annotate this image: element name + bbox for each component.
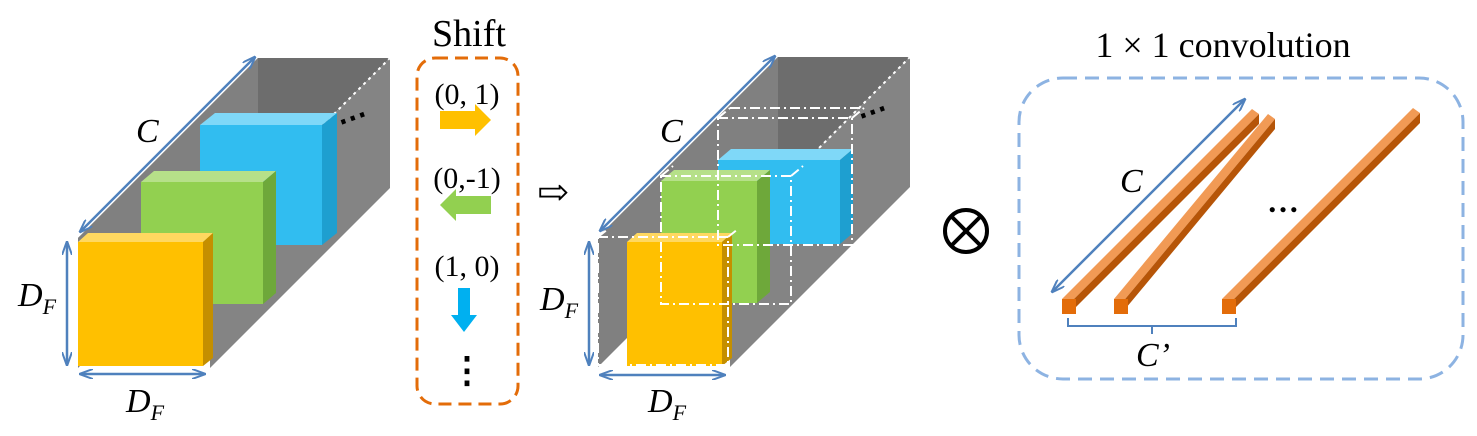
shift-label-0-1: (0, 1) xyxy=(435,78,500,111)
shift-title: Shift xyxy=(432,13,506,55)
shifted-tensor: C DF DF ⋯ xyxy=(539,56,911,425)
channel-arrow xyxy=(80,57,255,232)
shift-panel: Shift (0, 1) (0,-1) (1, 0) ⋮ xyxy=(415,13,520,406)
right-arrow-icon xyxy=(440,104,491,136)
out-channels-label: C’ xyxy=(1136,337,1170,374)
channel-arrow xyxy=(1052,99,1245,292)
height-label: DF xyxy=(539,281,579,323)
channel-label: C xyxy=(660,113,683,150)
conv-title: 1 × 1 convolution xyxy=(1095,25,1350,65)
conv-filter-3 xyxy=(1222,108,1420,314)
shift-box xyxy=(415,56,520,406)
width-label: DF xyxy=(647,383,687,425)
more-filters: … xyxy=(1267,183,1299,219)
channel-label: C xyxy=(136,113,159,150)
width-label: DF xyxy=(125,383,165,425)
channel-arrow xyxy=(600,56,775,231)
otimes-operator: ⊗ xyxy=(0,0,989,254)
height-label: DF xyxy=(17,277,57,319)
shift-label-1-0: (1, 0) xyxy=(435,250,500,283)
out-channels-bracket xyxy=(1067,318,1237,334)
conv-box xyxy=(1017,76,1465,381)
left-arrow-icon xyxy=(440,189,491,221)
channel-label: C xyxy=(1120,163,1143,200)
feature-map-yellow-shifted xyxy=(627,233,732,366)
conv-panel: 1 × 1 convolution C … C’ xyxy=(1017,25,1465,381)
shift-more: ⋮ xyxy=(449,350,485,390)
input-tensor: C DF DF ⋯ xyxy=(17,57,391,425)
down-arrow-icon xyxy=(451,288,477,332)
shift-label-0-neg1: (0,-1) xyxy=(433,162,500,195)
implies-arrow-icon: ⇨ xyxy=(537,172,569,214)
feature-map-yellow xyxy=(78,233,213,366)
otimes-symbol: ⊗ xyxy=(0,0,1,1)
conv-filter-1 xyxy=(1062,109,1259,314)
